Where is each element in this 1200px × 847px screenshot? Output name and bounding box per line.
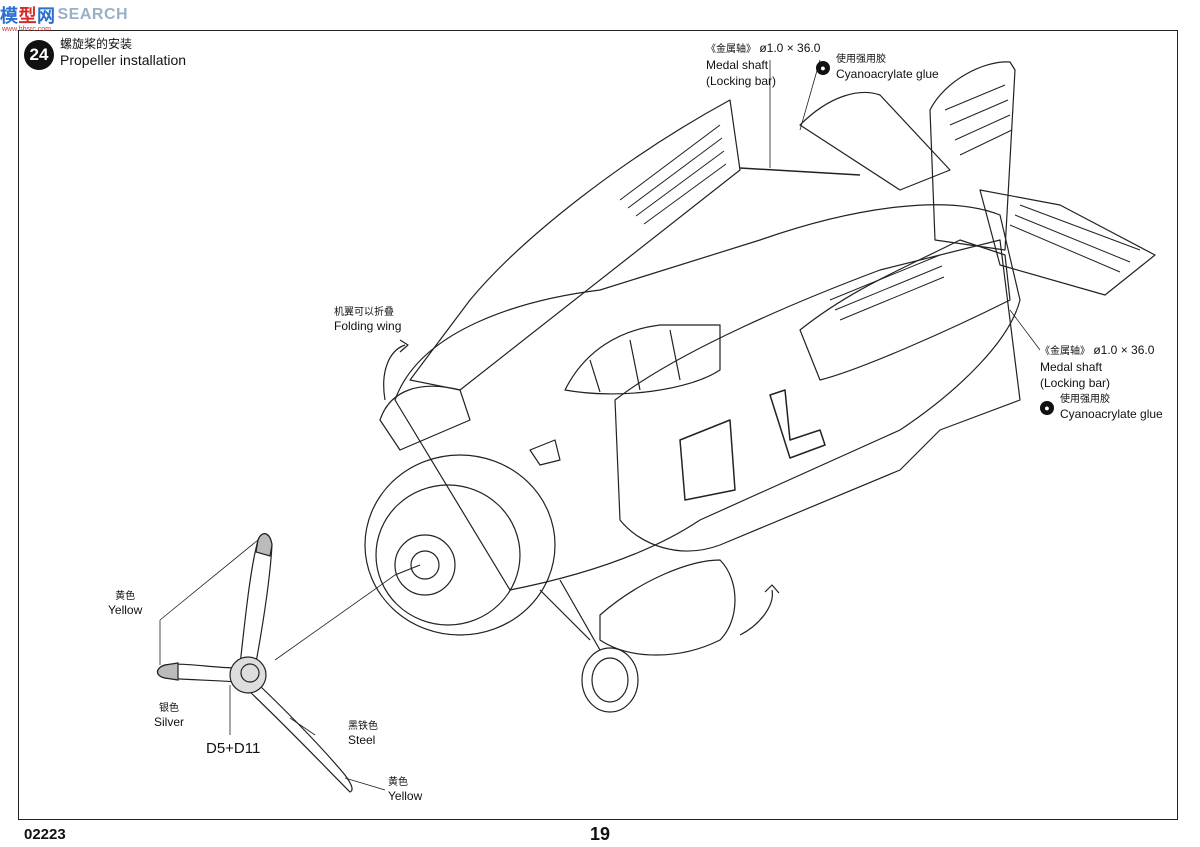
locking-bar <box>739 167 861 176</box>
step-title-cn: 螺旋桨的安装 <box>60 37 133 51</box>
folded-wing-left <box>409 99 741 391</box>
shaft-note-right: 《金属轴》 ø1.0 × 36.0 Medal shaft (Locking b… <box>1040 343 1155 390</box>
yellow-label-bottom: 黄色 Yellow <box>388 777 423 803</box>
kit-code: 02223 <box>24 826 66 843</box>
glue-icon: ● <box>816 60 830 75</box>
fold-arrow-upper <box>383 344 406 401</box>
glue-note-top: ● 使用强用胶 Cyanoacrylate glue <box>816 54 939 82</box>
page-frame <box>18 30 1178 820</box>
wing-root-panel <box>799 239 1011 381</box>
glue-note-right: ● 使用强用胶 Cyanoacrylate glue <box>1040 394 1163 422</box>
silver-label: 银色 Silver <box>154 703 185 729</box>
fuselage <box>394 204 1021 591</box>
page-number: 19 <box>590 824 611 844</box>
cockpit-canopy <box>564 324 721 395</box>
step-title-en: Propeller installation <box>60 51 187 68</box>
tail-fin <box>929 61 1016 251</box>
folded-wing-right <box>614 239 1021 552</box>
step-number-badge: 24 <box>24 40 54 70</box>
shaft-note-top: 《金属轴》 ø1.0 × 36.0 Medal shaft (Locking b… <box>706 41 821 88</box>
watermark-logo: 模型网 SEARCH <box>0 6 129 26</box>
folding-wing-label: 机翼可以折叠 Folding wing <box>334 307 402 333</box>
lower-wing-fairing <box>599 559 736 656</box>
propeller-shaft <box>394 564 421 576</box>
yellow-label-top: 黄色 Yellow <box>108 591 143 617</box>
fuselage-marking-2 <box>769 389 826 459</box>
propeller-blade-bottom <box>247 683 353 793</box>
steel-label: 黑铁色 Steel <box>348 721 378 747</box>
fold-arrow-lower <box>739 589 773 636</box>
propeller-hub <box>229 656 267 694</box>
landing-gear-strut <box>539 579 601 651</box>
part-number: D5+D11 <box>206 740 261 757</box>
fuselage-marking-1 <box>679 419 736 501</box>
landing-wheel <box>581 647 639 713</box>
glue-icon: ● <box>1040 400 1054 415</box>
engine-cowling <box>364 454 556 636</box>
watermark-url: www.hbsrc.com <box>2 26 52 33</box>
horizontal-stabilizer-left <box>799 91 951 191</box>
step-header: 24 螺旋桨的安装 Propeller installation <box>24 37 187 70</box>
